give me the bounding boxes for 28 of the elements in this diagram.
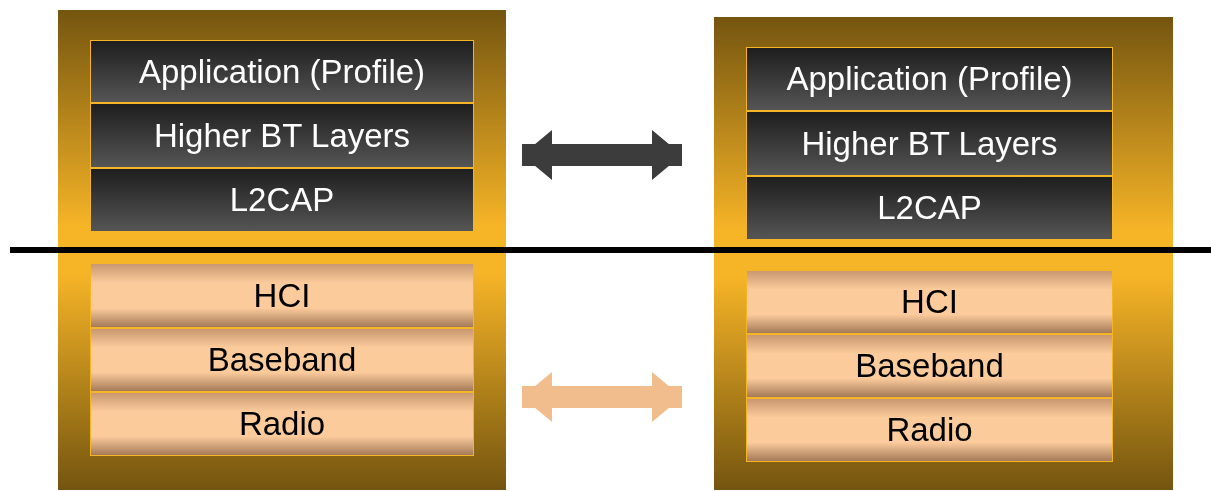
layer-label: HCI — [901, 283, 958, 321]
layer-label: Baseband — [855, 347, 1004, 385]
double-arrow — [522, 372, 682, 422]
protocol-layer-box — [90, 328, 474, 392]
protocol-layer-box — [90, 263, 474, 328]
double-arrow — [522, 130, 682, 180]
layer-label: Higher BT Layers — [153, 116, 411, 155]
protocol-layer-box — [746, 176, 1113, 240]
protocol-layer-box — [746, 270, 1113, 334]
stack-panel — [58, 10, 506, 490]
layer-label: Application (Profile) — [138, 52, 426, 91]
layer-label: Radio — [886, 411, 973, 449]
layer-label: HCI — [253, 276, 311, 315]
protocol-layer-box — [90, 40, 474, 103]
layer-label: Baseband — [207, 341, 357, 379]
layer-label: Application (Profile) — [786, 60, 1073, 98]
layer-label: Higher BT Layers — [801, 124, 1058, 163]
protocol-layer-box — [746, 334, 1113, 398]
protocol-layer-box — [90, 168, 474, 232]
layer-label: L2CAP — [229, 181, 335, 219]
protocol-layer-box — [746, 398, 1113, 462]
protocol-layer-box — [90, 392, 474, 456]
protocol-layer-box — [746, 47, 1113, 111]
protocol-layer-box — [90, 103, 474, 168]
protocol-layer-box — [746, 111, 1113, 176]
layer-label: L2CAP — [877, 189, 982, 227]
layer-label: Radio — [238, 405, 326, 443]
stack-panel — [714, 17, 1173, 490]
